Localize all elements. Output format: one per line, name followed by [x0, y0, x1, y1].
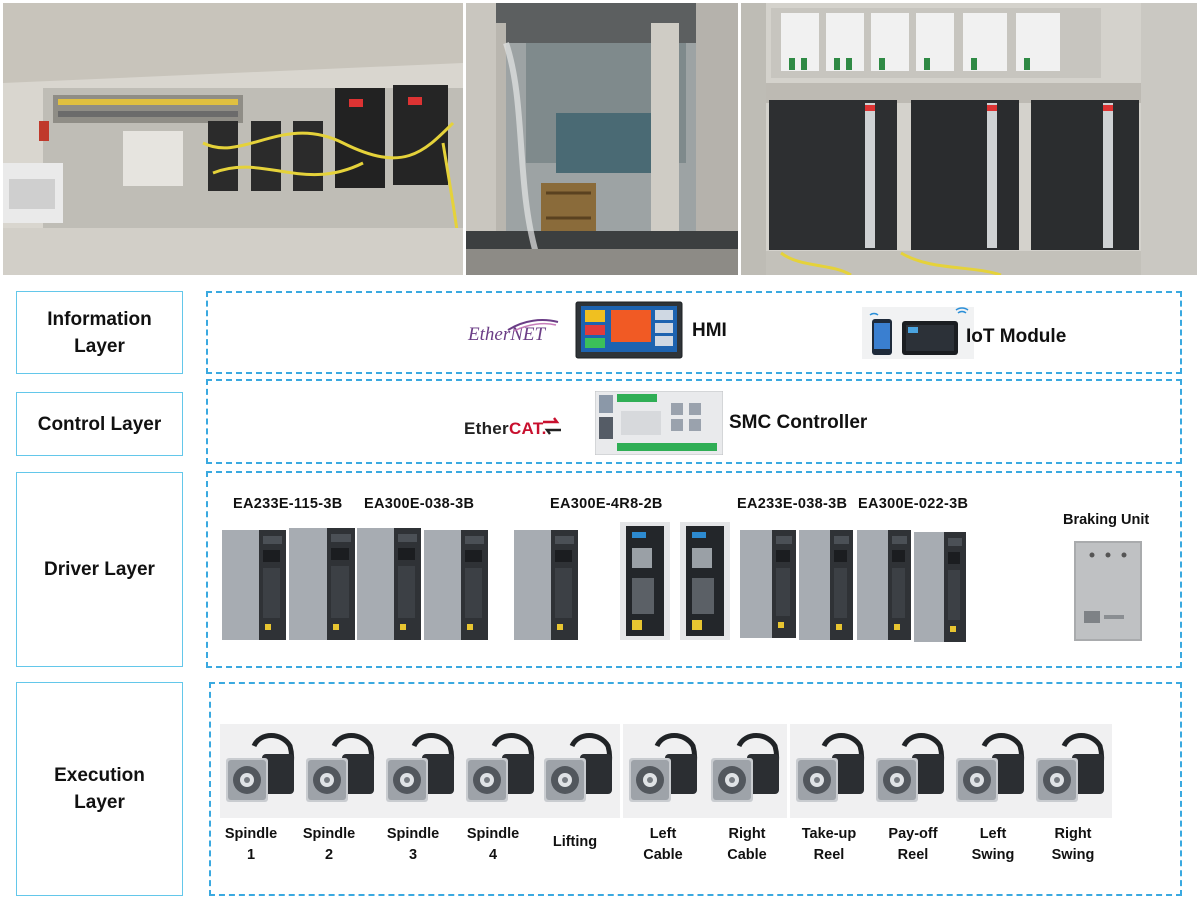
- control-layer-label: Control Layer: [16, 392, 183, 456]
- servo-drive-image: [740, 530, 796, 638]
- servo-drive-image: [857, 530, 911, 640]
- driver-model-label: EA300E-038-3B: [364, 496, 474, 512]
- servo-drive-image: [222, 530, 286, 640]
- servo-motor-image: [705, 724, 787, 818]
- servo-drive-image: [799, 530, 853, 640]
- servo-motor-image: [220, 724, 302, 818]
- motor-label: Spindle 3: [373, 824, 453, 866]
- servo-motor-image: [870, 724, 952, 818]
- motor-label: Left Swing: [953, 824, 1033, 866]
- motor-label: Lifting: [535, 832, 615, 853]
- servo-drive-image: [424, 530, 488, 640]
- driver-model-label: EA233E-038-3B: [737, 496, 847, 512]
- servo-motor-image: [380, 724, 462, 818]
- information-layer-label: Information Layer: [16, 291, 183, 374]
- servo-motor-image: [950, 724, 1032, 818]
- execution-layer-text: Execution Layer: [54, 762, 145, 816]
- control-cabinet-photo: [3, 3, 463, 275]
- servo-drive-image: [620, 522, 670, 640]
- braking-unit-label: Braking Unit: [1063, 512, 1149, 528]
- servo-motor-image: [623, 724, 705, 818]
- hmi-label: HMI: [692, 320, 727, 342]
- motor-label: Spindle 1: [211, 824, 291, 866]
- ethercat-logo-text: EtherCAT.: [464, 419, 547, 439]
- servo-motor-image: [790, 724, 872, 818]
- motor-label: Pay-off Reel: [873, 824, 953, 866]
- hmi-device-image: [575, 301, 683, 359]
- ethercat-arrows-icon: [541, 415, 563, 437]
- driver-layer-label: Driver Layer: [16, 472, 183, 667]
- drive-cabinet-photo: [741, 3, 1197, 275]
- servo-drive-image: [289, 528, 355, 640]
- execution-layer-label: Execution Layer: [16, 682, 183, 896]
- iot-module-label: IoT Module: [966, 326, 1066, 348]
- smc-controller-image: [595, 391, 723, 455]
- motor-label: Right Swing: [1033, 824, 1113, 866]
- driver-model-label: EA300E-022-3B: [858, 496, 968, 512]
- servo-drive-image: [357, 528, 421, 640]
- ethernet-logo: EtherNET: [466, 318, 560, 356]
- servo-motor-image: [538, 724, 620, 818]
- smc-controller-label: SMC Controller: [729, 412, 867, 434]
- braking-unit-image: [1074, 541, 1142, 641]
- servo-motor-image: [300, 724, 382, 818]
- driver-model-label: EA300E-4R8-2B: [550, 496, 663, 512]
- servo-drive-image: [914, 532, 966, 642]
- servo-motor-image: [460, 724, 542, 818]
- information-layer-text: Information Layer: [47, 306, 152, 360]
- servo-drive-image: [680, 522, 730, 640]
- ethernet-swoosh-icon: [506, 318, 560, 332]
- machine-frame-photo: [466, 3, 738, 275]
- iot-module-image: [862, 307, 974, 359]
- motor-label: Right Cable: [707, 824, 787, 866]
- driver-layer-text: Driver Layer: [44, 556, 155, 583]
- servo-drive-image: [514, 530, 578, 640]
- servo-motor-image: [1030, 724, 1112, 818]
- motor-label: Spindle 4: [453, 824, 533, 866]
- driver-model-label: EA233E-115-3B: [233, 496, 343, 512]
- motor-label: Spindle 2: [289, 824, 369, 866]
- ethercat-logo: EtherCAT.: [463, 413, 563, 445]
- control-layer-text: Control Layer: [38, 411, 162, 438]
- motor-label: Take-up Reel: [789, 824, 869, 866]
- motor-label: Left Cable: [623, 824, 703, 866]
